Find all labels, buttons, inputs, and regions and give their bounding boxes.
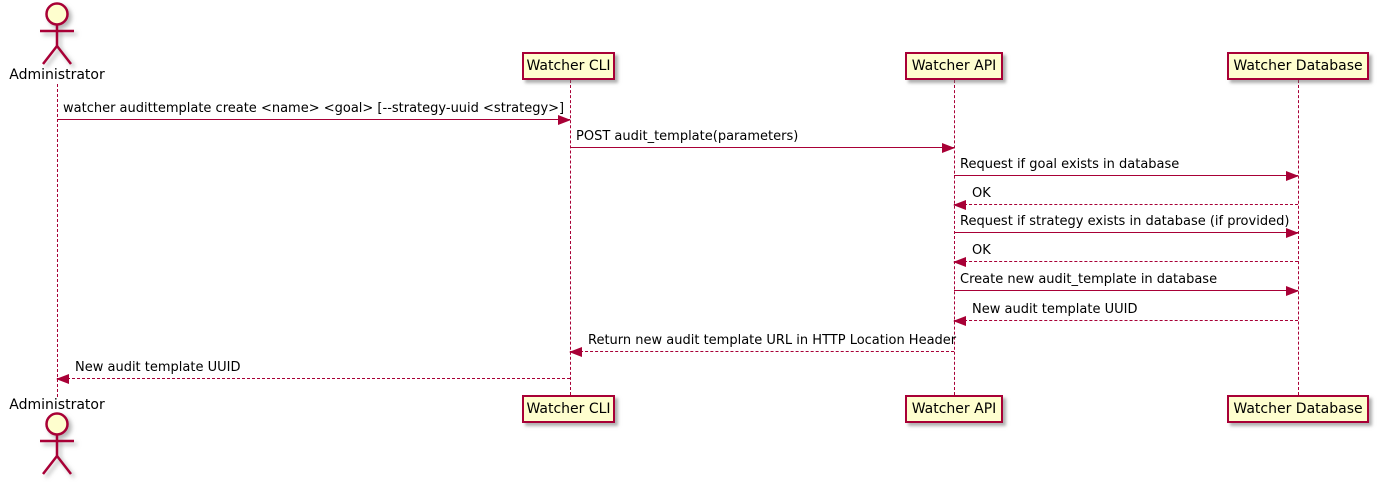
message-label: POST audit_template(parameters) <box>576 129 799 144</box>
message-label: Create new audit_template in database <box>960 272 1218 287</box>
message-label: New audit template UUID <box>75 360 241 375</box>
message-line <box>56 374 570 384</box>
arrowhead-icon <box>1286 286 1299 296</box>
message-label: OK <box>972 186 991 201</box>
lifeline-watcher-api <box>954 80 955 395</box>
participant-watcher-database-top: Watcher Database <box>1227 52 1369 80</box>
message-line <box>569 347 954 357</box>
lifeline-watcher-cli <box>570 80 571 395</box>
participant-watcher-api-top: Watcher API <box>905 52 1003 80</box>
actor-label-bottom: Administrator <box>9 397 105 413</box>
arrowhead-icon <box>1286 228 1299 238</box>
message-line <box>953 316 1298 326</box>
message-label: Request if strategy exists in database (… <box>960 214 1290 229</box>
arrowhead-icon <box>953 316 966 326</box>
message-line <box>570 143 955 153</box>
participant-watcher-api-bottom: Watcher API <box>905 395 1003 423</box>
message-label: Request if goal exists in database <box>960 157 1180 172</box>
message-line <box>57 115 571 125</box>
arrowhead-icon <box>953 200 966 210</box>
message-line <box>954 228 1299 238</box>
actor-icon <box>27 412 87 476</box>
message-label: Return new audit template URL in HTTP Lo… <box>588 333 957 348</box>
actor-label-top: Administrator <box>9 67 105 83</box>
arrowhead-icon <box>569 347 582 357</box>
arrowhead-icon <box>56 374 69 384</box>
message-label: watcher audittemplate create <name> <goa… <box>63 101 565 116</box>
message-line <box>953 200 1298 210</box>
arrowhead-icon <box>953 257 966 267</box>
participant-watcher-cli-bottom: Watcher CLI <box>522 395 615 423</box>
lifeline-administrator <box>57 84 58 397</box>
message-line <box>954 286 1299 296</box>
message-label: OK <box>972 243 991 258</box>
participant-watcher-database-bottom: Watcher Database <box>1227 395 1369 423</box>
participant-watcher-cli-top: Watcher CLI <box>522 52 615 80</box>
message-line <box>954 171 1299 181</box>
arrowhead-icon <box>558 115 571 125</box>
actor-icon <box>27 2 87 66</box>
message-label: New audit template UUID <box>972 302 1138 317</box>
arrowhead-icon <box>1286 171 1299 181</box>
arrowhead-icon <box>942 143 955 153</box>
message-line <box>953 257 1298 267</box>
